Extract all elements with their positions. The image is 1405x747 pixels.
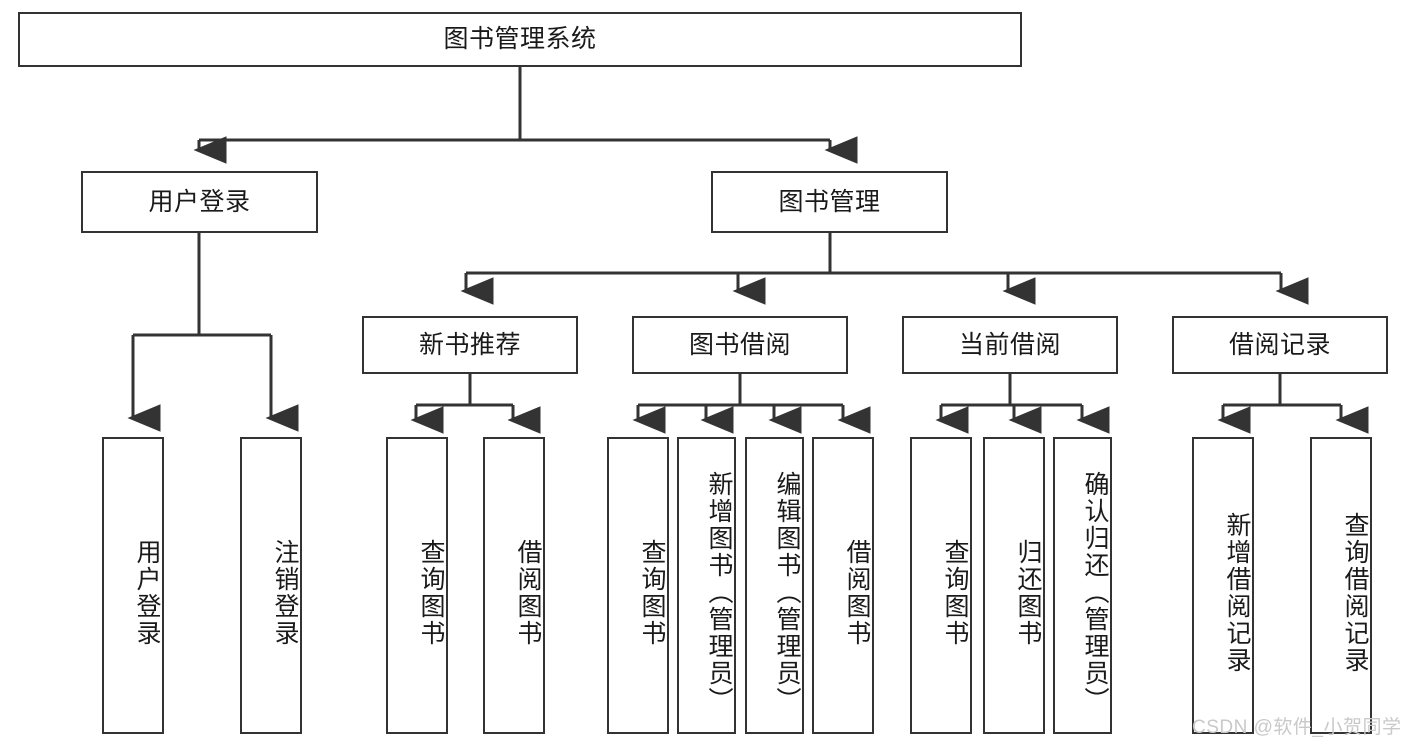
node-leaf-return-book[interactable]: 归还图书 [983, 437, 1045, 734]
node-leaf-borrow-book[interactable]: 借阅图书 [812, 437, 874, 734]
node-borrow-record[interactable]: 借阅记录 [1172, 316, 1388, 374]
node-leaf-borrow-book-recommend[interactable]: 借阅图书 [483, 437, 545, 734]
node-new-book-recommend[interactable]: 新书推荐 [362, 316, 578, 374]
node-leaf-edit-book-admin[interactable]: 编辑图书（管理员） [745, 437, 804, 734]
node-current-borrow[interactable]: 当前借阅 [902, 316, 1118, 374]
node-user-login[interactable]: 用户登录 [81, 171, 318, 233]
node-leaf-query-book-recommend[interactable]: 查询图书 [386, 437, 448, 734]
node-leaf-query-book-borrow[interactable]: 查询图书 [607, 437, 669, 734]
node-leaf-logout[interactable]: 注销登录 [240, 437, 302, 734]
node-leaf-confirm-return-admin[interactable]: 确认归还（管理员） [1053, 437, 1112, 734]
node-leaf-user-login[interactable]: 用户登录 [102, 437, 164, 734]
node-book-management[interactable]: 图书管理 [711, 171, 948, 233]
node-leaf-query-borrow-record[interactable]: 查询借阅记录 [1310, 437, 1372, 734]
csdn-watermark: CSDN @软件_小贺同学 [1192, 717, 1402, 738]
node-book-borrow[interactable]: 图书借阅 [632, 316, 848, 374]
node-leaf-add-borrow-record[interactable]: 新增借阅记录 [1192, 437, 1254, 734]
node-leaf-query-book-current[interactable]: 查询图书 [910, 437, 972, 734]
node-root[interactable]: 图书管理系统 [18, 12, 1022, 67]
node-leaf-add-book-admin[interactable]: 新增图书（管理员） [677, 437, 736, 734]
